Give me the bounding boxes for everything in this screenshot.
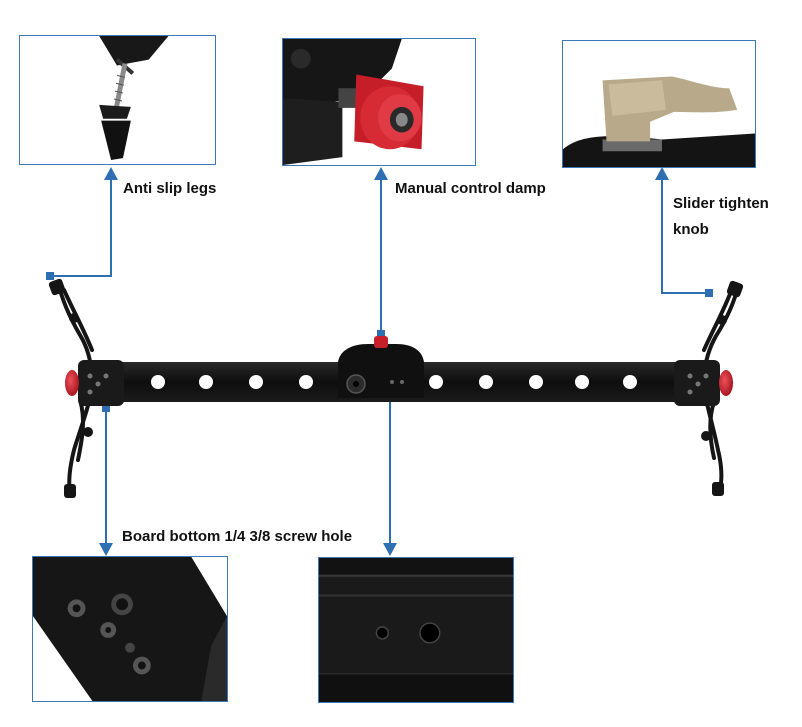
detail-panel-bottom-left <box>32 556 228 702</box>
arrow-up-icon <box>104 167 118 180</box>
tighten-leader <box>661 178 709 294</box>
detail-panel-damp-knob <box>282 38 476 166</box>
right-red-knob <box>719 370 733 396</box>
callout-slider-tighten-knob-line2: knob <box>673 221 709 238</box>
anchor-square <box>46 272 54 280</box>
callout-board-bottom-screw-hole: Board bottom 1/4 3/8 screw hole <box>122 528 353 545</box>
detail-panel-tighten-knob <box>562 40 756 168</box>
callout-lines <box>50 178 709 545</box>
anchor-square <box>377 330 385 338</box>
callout-manual-control-damp: Manual control damp <box>395 180 546 197</box>
rail-holes <box>151 375 637 389</box>
left-red-knob <box>65 370 79 396</box>
arrow-down-icon <box>383 543 397 556</box>
left-end-block <box>78 360 124 406</box>
anti-slip-leader <box>50 178 112 277</box>
callout-slider-tighten-knob-line1: Slider tighten <box>673 195 769 212</box>
anchor-square <box>102 404 110 412</box>
callout-anti-slip-legs: Anti slip legs <box>123 180 217 197</box>
anchor-square <box>705 289 713 297</box>
arrow-up-icon <box>374 167 388 180</box>
arrow-down-icon <box>99 543 113 556</box>
arrow-up-icon <box>655 167 669 180</box>
detail-panel-bottom-center <box>318 557 514 703</box>
detail-panel-anti-slip-legs <box>19 35 216 165</box>
